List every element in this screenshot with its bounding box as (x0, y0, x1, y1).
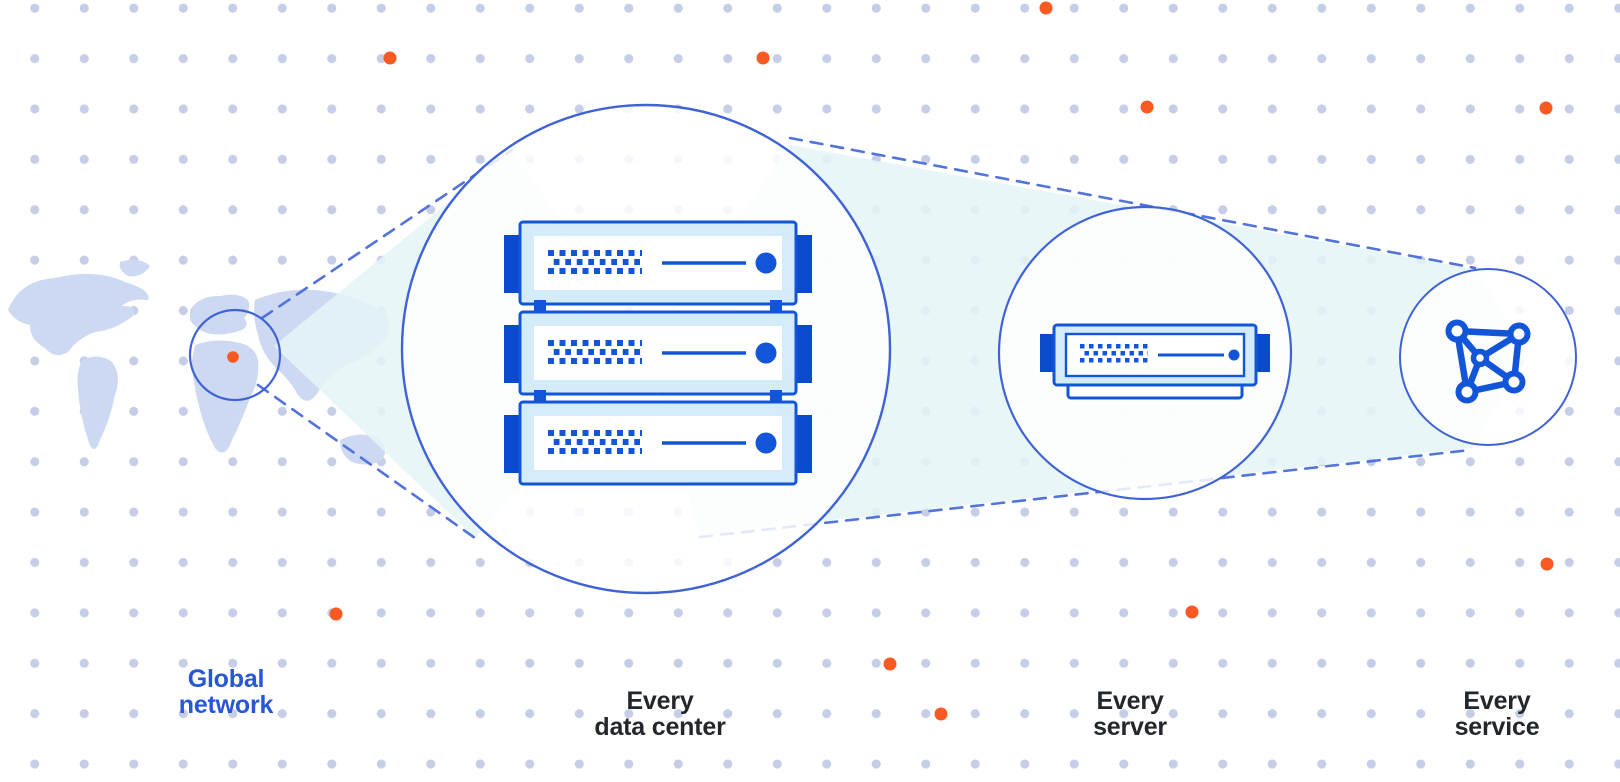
stage-label-every-server: Every server (1093, 687, 1167, 741)
server-unit (504, 300, 812, 396)
stage-label-global-network: Global network (178, 665, 274, 719)
stage-label-every-data-center: Every data center (594, 687, 726, 741)
map-highlight-circle (188, 308, 282, 402)
service-circle (1399, 268, 1577, 446)
server-unit (504, 390, 812, 486)
orange-dot (329, 607, 343, 621)
zoom-guide-line-right-upper (788, 136, 1477, 270)
server-rack-stack-icon (504, 220, 812, 486)
orange-dot (383, 51, 397, 65)
zoom-guide-line-left-lower (256, 383, 477, 540)
orange-dot (1039, 1, 1053, 15)
orange-dot (1140, 100, 1154, 114)
orange-dot (1185, 605, 1199, 619)
network-mesh-icon (1445, 319, 1531, 404)
zoom-guide-line-right-lower (698, 448, 1472, 539)
map-location-marker (227, 351, 239, 363)
data-center-circle (400, 103, 892, 595)
server-circle (997, 205, 1293, 501)
orange-dot (1540, 557, 1554, 571)
stage-label-every-service: Every service (1454, 687, 1540, 741)
orange-dot (756, 51, 770, 65)
orange-dot (883, 657, 897, 671)
orange-dot (934, 707, 948, 721)
server-unit (504, 220, 812, 306)
single-server-icon (1040, 323, 1270, 400)
orange-dot (1539, 101, 1553, 115)
